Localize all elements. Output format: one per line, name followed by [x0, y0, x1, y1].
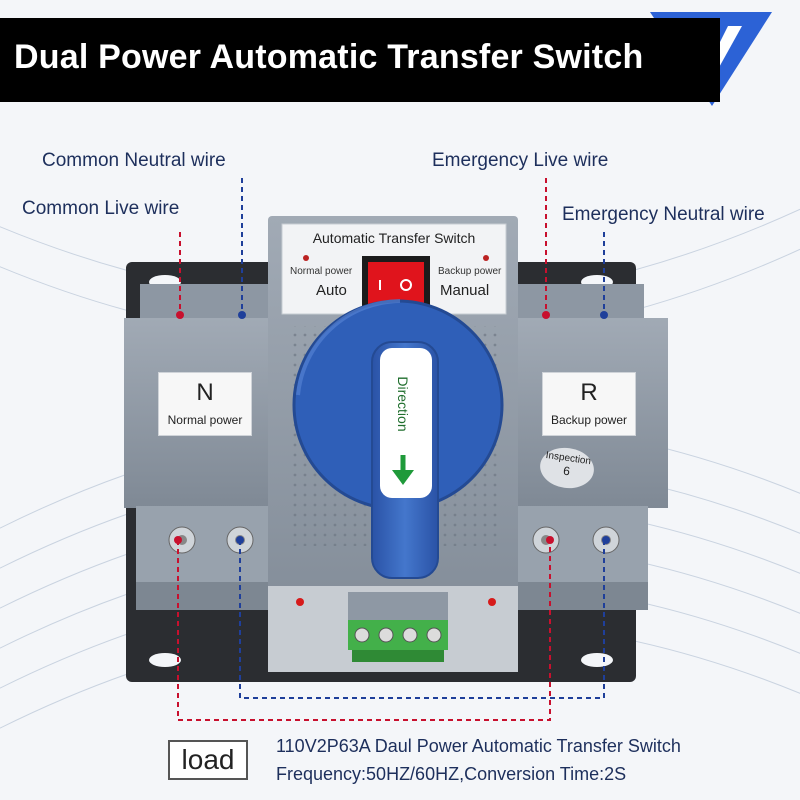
- inspection-number: 6: [562, 463, 571, 479]
- backup-power-module-label: R Backup power: [542, 372, 636, 436]
- load-label: load: [168, 740, 248, 780]
- title-band: [0, 18, 720, 102]
- spec-line-frequency: Frequency:50HZ/60HZ,Conversion Time:2S: [276, 764, 627, 784]
- spec-line-model: 110V2P63A Daul Power Automatic Transfer …: [276, 736, 681, 756]
- emergency-live-wire-label: Emergency Live wire: [432, 150, 609, 171]
- module-letter-n: N: [196, 379, 214, 406]
- normal-power-indicator-label: Normal power: [290, 266, 353, 277]
- terminal-block: [348, 620, 448, 662]
- wiring-diagram: [177, 178, 605, 721]
- right-breaker-module: [512, 284, 668, 610]
- manual-label: Manual: [440, 282, 490, 299]
- auto-label: Auto: [316, 282, 347, 299]
- module-letter-r: R: [580, 379, 598, 406]
- normal-power-module-label: N Normal power: [158, 372, 252, 436]
- module-caption-normal: Normal power: [167, 413, 243, 427]
- handle-direction-text: Direction: [395, 376, 411, 432]
- page-title: Dual Power Automatic Transfer Switch: [14, 38, 644, 76]
- backup-power-indicator-label: Backup power: [438, 266, 502, 277]
- load-live-loop: [177, 540, 551, 721]
- common-neutral-wire-label: Common Neutral wire: [42, 150, 226, 171]
- panel-header: Automatic Transfer Switch: [312, 230, 476, 246]
- rotary-handle: [292, 299, 504, 579]
- emergency-neutral-wire-label: Emergency Neutral wire: [562, 204, 765, 225]
- common-live-wire-label: Common Live wire: [22, 198, 180, 219]
- module-caption-backup: Backup power: [550, 413, 628, 427]
- left-breaker-module: [124, 284, 274, 610]
